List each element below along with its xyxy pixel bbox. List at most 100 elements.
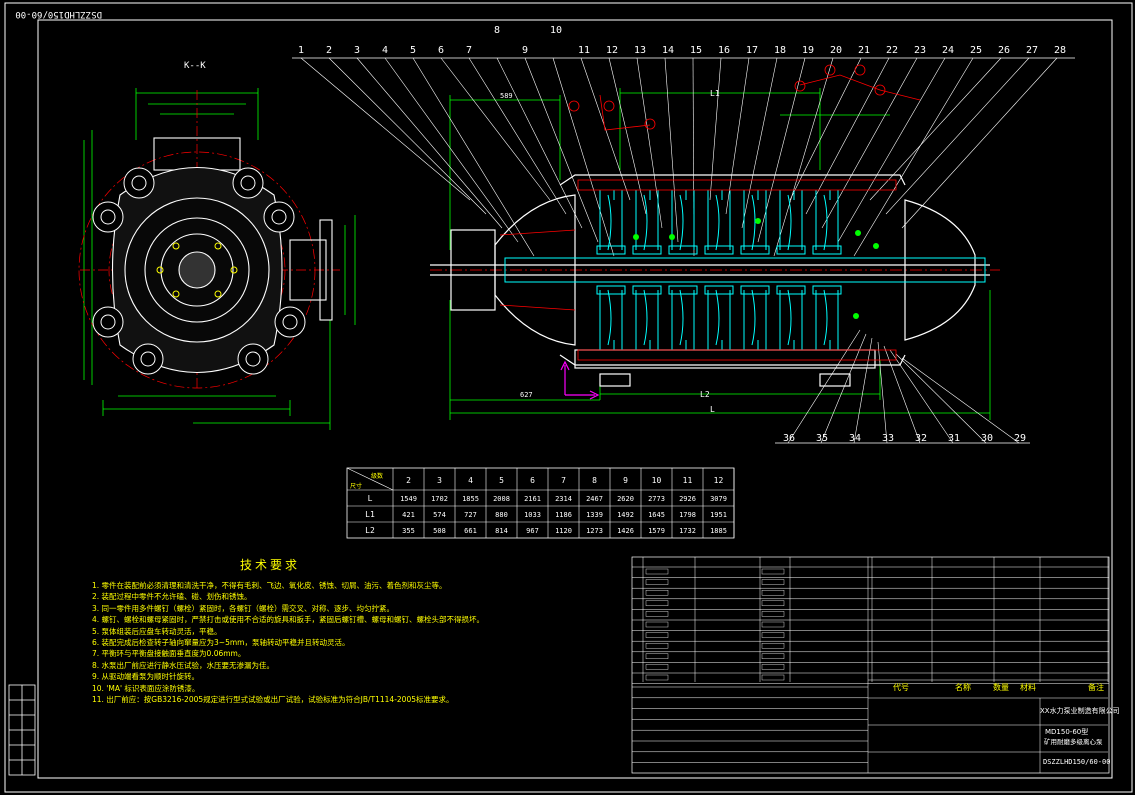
bom-table bbox=[632, 557, 1109, 773]
col-note: 备注 bbox=[1088, 682, 1104, 692]
part-number-8: 8 bbox=[494, 25, 500, 36]
col-qty: 数量 bbox=[993, 682, 1009, 692]
part-number-33: 33 bbox=[882, 433, 894, 444]
table-cell: 2314 bbox=[555, 495, 572, 503]
stage-5: 5 bbox=[499, 476, 504, 485]
section-dimensions bbox=[449, 88, 991, 420]
stage-11: 11 bbox=[683, 476, 693, 485]
stage-2: 2 bbox=[406, 476, 411, 485]
section-red-features bbox=[499, 64, 921, 361]
part-number-11: 11 bbox=[578, 45, 590, 56]
ucs-icon bbox=[560, 360, 600, 400]
part-number-32: 32 bbox=[915, 433, 927, 444]
table-cell: 1579 bbox=[648, 527, 665, 535]
leader-lines bbox=[300, 57, 1058, 444]
table-cell: 1645 bbox=[648, 511, 665, 519]
part-number-15: 15 bbox=[690, 45, 702, 56]
part-number-18: 18 bbox=[774, 45, 786, 56]
part-number-34: 34 bbox=[849, 433, 861, 444]
part-number-17: 17 bbox=[746, 45, 758, 56]
table-cell: 1702 bbox=[431, 495, 448, 503]
table-cell: 508 bbox=[433, 527, 446, 535]
stage-12: 12 bbox=[714, 476, 724, 485]
impeller-stages bbox=[504, 190, 986, 350]
company-name: XX水力泵业制造有限公司 bbox=[1040, 706, 1120, 715]
endview-body bbox=[111, 137, 333, 374]
table-cell: 1120 bbox=[555, 527, 572, 535]
endview-small-holes bbox=[156, 242, 238, 298]
col-code: 代号 bbox=[893, 682, 909, 692]
part-number-19: 19 bbox=[802, 45, 814, 56]
dim-label-589: 589 bbox=[500, 92, 513, 100]
part-number-3: 3 bbox=[354, 45, 360, 56]
title-block bbox=[631, 556, 1110, 774]
part-number-10: 10 bbox=[550, 25, 562, 36]
table-cell: 880 bbox=[495, 511, 508, 519]
col-name: 名称 bbox=[955, 682, 971, 692]
stage-10: 10 bbox=[652, 476, 662, 485]
part-number-13: 13 bbox=[634, 45, 646, 56]
part-number-20: 20 bbox=[830, 45, 842, 56]
part-number-31: 31 bbox=[948, 433, 960, 444]
endview-bolt-bosses bbox=[92, 167, 306, 375]
dim-label-l2: L2 bbox=[700, 390, 710, 399]
part-number-28: 28 bbox=[1054, 45, 1066, 56]
corner-code: DSZZLHD150/60-00 bbox=[15, 9, 102, 19]
part-number-9: 9 bbox=[522, 45, 528, 56]
table-header-size: 尺寸 bbox=[350, 482, 362, 490]
table-cell: 1033 bbox=[524, 511, 541, 519]
stage-4: 4 bbox=[468, 476, 473, 485]
row-label-L1: L1 bbox=[365, 510, 375, 519]
table-cell: 421 bbox=[402, 511, 415, 519]
dim-label-627: 627 bbox=[520, 391, 533, 399]
table-cell: 2161 bbox=[524, 495, 541, 503]
table-cell: 661 bbox=[464, 527, 477, 535]
part-number-21: 21 bbox=[858, 45, 870, 56]
table-cell: 1885 bbox=[710, 527, 727, 535]
table-cell: 2620 bbox=[617, 495, 634, 503]
table-cell: 574 bbox=[433, 511, 446, 519]
part-number-6: 6 bbox=[438, 45, 444, 56]
table-cell: 1339 bbox=[586, 511, 603, 519]
title-block-texts: 代号 名称 数量 材料 备注 XX水力泵业制造有限公司 MD150-60型 矿用… bbox=[893, 682, 1120, 766]
part-number-22: 22 bbox=[886, 45, 898, 56]
part-number-7: 7 bbox=[466, 45, 472, 56]
part-number-29: 29 bbox=[1014, 433, 1026, 444]
dim-label-l1: L1 bbox=[710, 89, 720, 98]
part-number-4: 4 bbox=[382, 45, 388, 56]
binding-strip bbox=[8, 684, 36, 776]
row-label-L2: L2 bbox=[365, 526, 375, 535]
table-cell: 814 bbox=[495, 527, 508, 535]
table-cell: 1798 bbox=[679, 511, 696, 519]
stage-7: 7 bbox=[561, 476, 566, 485]
part-number-26: 26 bbox=[998, 45, 1010, 56]
part-number-14: 14 bbox=[662, 45, 674, 56]
section-label: K--K bbox=[184, 61, 206, 71]
part-number-12: 12 bbox=[606, 45, 618, 56]
pump-name: 矿用耐磨多级离心泵 bbox=[1044, 737, 1103, 746]
table-header-stage: 级数 bbox=[371, 472, 383, 480]
part-number-30: 30 bbox=[981, 433, 993, 444]
section-green-fittings bbox=[633, 218, 879, 319]
part-number-25: 25 bbox=[970, 45, 982, 56]
part-number-2: 2 bbox=[326, 45, 332, 56]
end-view: K--K bbox=[78, 61, 356, 430]
part-number-27: 27 bbox=[1026, 45, 1038, 56]
casing-outline bbox=[430, 174, 990, 387]
drawing-number: DSZZLHD150/60-00 bbox=[1043, 758, 1110, 766]
part-number-36: 36 bbox=[783, 433, 795, 444]
table-cell: 1732 bbox=[679, 527, 696, 535]
table-cell: 2773 bbox=[648, 495, 665, 503]
table-cell: 3079 bbox=[710, 495, 727, 503]
part-number-1: 1 bbox=[298, 45, 304, 56]
table-cell: 967 bbox=[526, 527, 539, 535]
row-label-L: L bbox=[368, 494, 373, 503]
stage-8: 8 bbox=[592, 476, 597, 485]
table-cell: 727 bbox=[464, 511, 477, 519]
table-cell: 1951 bbox=[710, 511, 727, 519]
